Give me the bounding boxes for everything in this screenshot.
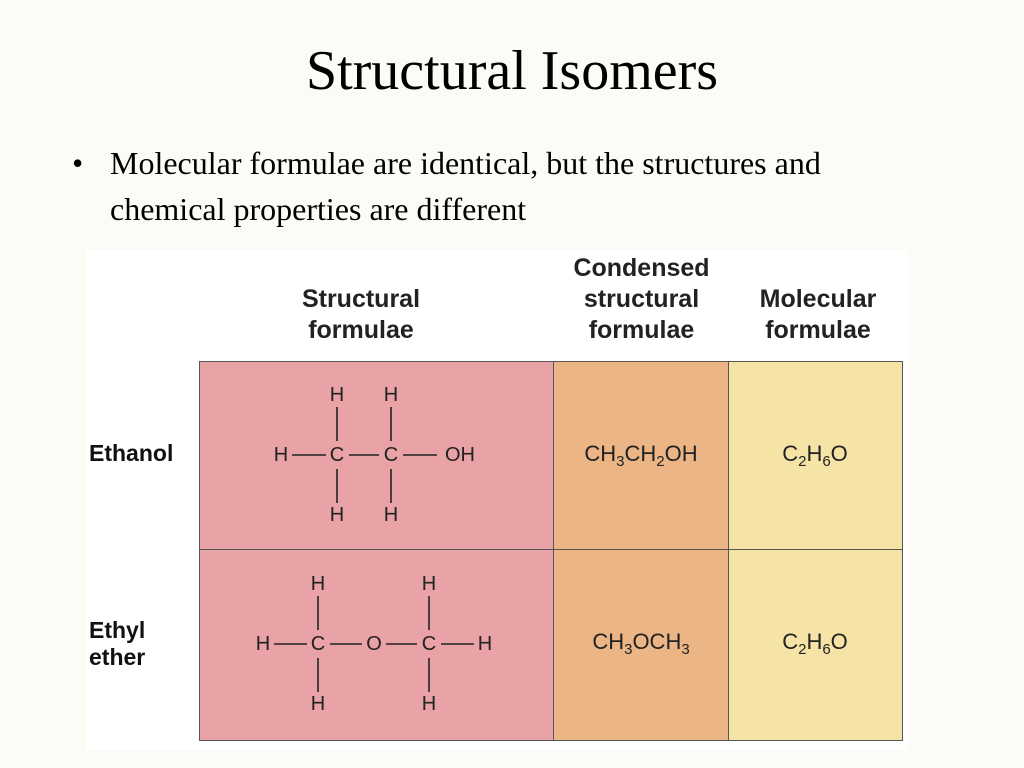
row-label-ethanol-line-1: Ethanol (89, 440, 174, 466)
header-molecular-line-2: formulae (765, 316, 871, 344)
ether-molecular-part-2: H6 (806, 629, 831, 658)
ether-condensed-part-1: CH3 (592, 629, 633, 658)
ethyl-ether-structural-cell: H H H C O C H H H (199, 549, 555, 741)
ether-chain-c1: C (311, 633, 325, 655)
ethanol-condensed-cell: CH3CH2OH (553, 361, 730, 551)
ethanol-condensed-part-3: OH (664, 441, 698, 466)
row-label-ethyl-ether: Ethyl ether (89, 617, 145, 671)
ether-top-h-2: H (422, 573, 436, 595)
ethanol-structural-formula: H H H C C OH H H (274, 384, 475, 526)
ethyl-ether-structural-formula: H H H C O C H H H (256, 573, 492, 715)
ethanol-molecular-part-2: H6 (806, 441, 831, 470)
ether-top-h-1: H (311, 573, 325, 595)
ethanol-condensed-formula: CH3CH2OH (554, 441, 728, 470)
bullet-icon: • (72, 145, 84, 181)
ethanol-chain-h: H (274, 444, 288, 466)
ether-molecular-part-1: C2 (782, 629, 807, 658)
ethanol-top-h-1: H (330, 384, 344, 406)
ethanol-structural-cell: H H H C C OH H H (199, 361, 555, 551)
ethanol-bottom-h-2: H (384, 504, 398, 526)
ethyl-ether-condensed-cell: CH3OCH3 (553, 549, 730, 741)
ether-condensed-part-2: OCH3 (632, 629, 690, 658)
ethanol-chain-oh: OH (445, 444, 475, 466)
ether-chain-c2: C (422, 633, 436, 655)
header-molecular-line-1: Molecular (759, 285, 877, 313)
header-structural-formulae: Structural formulae (266, 284, 456, 346)
ethanol-chain-c2: C (384, 444, 398, 466)
ether-molecular-part-3: O (830, 629, 848, 654)
ether-chain-o: O (366, 633, 382, 655)
ether-bottom-h-2: H (422, 693, 436, 715)
ethanol-condensed-part-2: CH2 (624, 441, 665, 470)
ethanol-chain-c1: C (330, 444, 344, 466)
ethyl-ether-molecular-cell: C2H6O (728, 549, 903, 741)
header-condensed-line-3: formulae (588, 316, 695, 344)
row-label-ethyl-ether-line-1: Ethyl (89, 617, 146, 643)
ether-bottom-h-1: H (311, 693, 325, 715)
ethanol-top-h-2: H (384, 384, 398, 406)
header-condensed-line-2: structural (583, 285, 700, 313)
header-condensed-formulae: Condensed structural formulae (544, 253, 739, 346)
ethyl-ether-molecular-formula: C2H6O (729, 629, 901, 658)
ethanol-molecular-part-3: O (830, 441, 848, 466)
ethanol-molecular-formula: C2H6O (729, 441, 901, 470)
slide-title: Structural Isomers (305, 40, 719, 102)
ether-chain-h-left: H (256, 633, 270, 655)
ethanol-condensed-part-1: CH3 (584, 441, 625, 470)
ethanol-bottom-h-1: H (330, 504, 344, 526)
row-label-ethyl-ether-line-2: ether (89, 644, 146, 670)
header-molecular-formulae: Molecular formulae (734, 284, 902, 346)
ethanol-molecular-cell: C2H6O (728, 361, 903, 551)
ethyl-ether-condensed-formula: CH3OCH3 (554, 629, 728, 658)
ethanol-molecular-part-1: C2 (782, 441, 807, 470)
header-condensed-line-1: Condensed (573, 254, 710, 282)
row-label-ethanol: Ethanol (89, 440, 173, 467)
header-structural-line-1: Structural (301, 285, 421, 313)
isomer-table-figure: Structural formulae Condensed structural… (86, 250, 908, 750)
ether-chain-h-right: H (478, 633, 492, 655)
bullet-text: Molecular formulae are identical, but th… (110, 145, 821, 227)
header-structural-line-2: formulae (308, 316, 414, 344)
